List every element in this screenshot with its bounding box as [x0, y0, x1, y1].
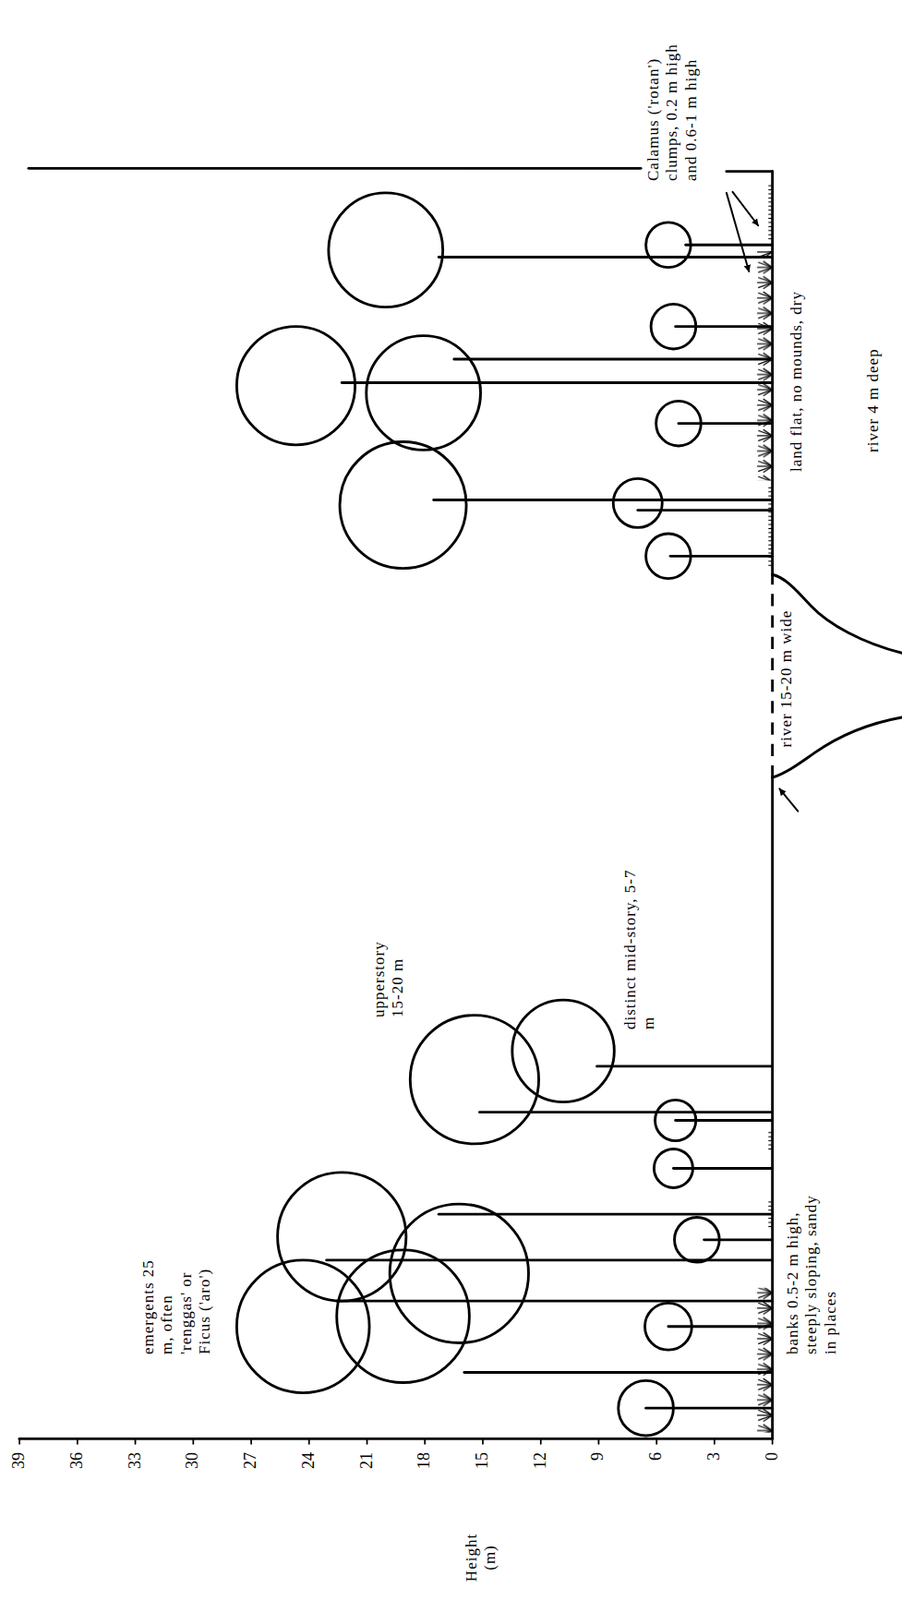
- calamus-clumps: [756, 183, 773, 1433]
- axis-number: 12: [529, 1449, 553, 1472]
- crown: [389, 1203, 529, 1343]
- trunk: [673, 1166, 772, 1170]
- tick: [481, 1438, 484, 1444]
- trunk: [341, 381, 772, 385]
- tick: [540, 1438, 542, 1444]
- river-note: river 4 m deep: [863, 345, 884, 456]
- trees-left: [236, 999, 772, 1436]
- axis-number: 18: [413, 1449, 436, 1472]
- tick: [134, 1438, 137, 1444]
- trunk: [336, 1299, 773, 1303]
- trunk: [670, 554, 773, 558]
- axis-number: 30: [181, 1449, 205, 1472]
- crown: [656, 400, 702, 446]
- axis-number: 0: [761, 1449, 784, 1464]
- water-surface: [770, 574, 774, 778]
- axis-number: 33: [124, 1449, 147, 1472]
- bank-pointer: [779, 788, 798, 811]
- crown: [650, 303, 697, 349]
- tick: [655, 1438, 658, 1444]
- crown: [674, 1217, 721, 1263]
- clump-pointer: [726, 192, 749, 272]
- profile-boundary: [28, 167, 641, 170]
- trunk: [646, 1407, 773, 1410]
- tick: [18, 1438, 21, 1444]
- axis-ticks: [19, 1438, 773, 1444]
- tick: [308, 1438, 311, 1444]
- trunk: [668, 1324, 773, 1328]
- trunk: [678, 421, 773, 425]
- trunk: [438, 255, 772, 259]
- crown: [613, 478, 662, 528]
- axis-number: 39: [8, 1449, 31, 1472]
- crown: [236, 1260, 370, 1394]
- axis-number: 24: [298, 1449, 321, 1472]
- clump-note: Calamus ('rotan') clumps, 0.2 m high and…: [643, 21, 702, 184]
- crown: [655, 1099, 697, 1141]
- tick: [250, 1438, 253, 1444]
- trunk: [675, 324, 773, 328]
- crown: [512, 999, 615, 1103]
- tick: [192, 1438, 194, 1444]
- layer-note: emergents 25 m, often 'renggas' or Ficus…: [138, 1240, 217, 1358]
- crown: [236, 326, 355, 445]
- crown: [328, 192, 444, 308]
- river-note: river 15-20 m wide: [776, 607, 797, 751]
- profile-drawing: [19, 168, 902, 1444]
- axis-number: 36: [66, 1449, 89, 1472]
- axis-number: 6: [645, 1449, 668, 1464]
- axis-number: 15: [471, 1449, 494, 1472]
- crown: [618, 1380, 674, 1436]
- tall-clumps: [756, 251, 773, 482]
- trunk: [438, 1213, 772, 1216]
- trunk: [464, 1371, 773, 1374]
- tick: [423, 1438, 426, 1444]
- crown: [277, 1172, 407, 1301]
- trunk: [704, 1238, 773, 1241]
- crown: [366, 336, 482, 451]
- trees-right: [236, 192, 772, 579]
- trunk: [454, 358, 773, 361]
- trunk: [675, 1118, 773, 1122]
- crown: [646, 533, 692, 579]
- clump-pointer: [733, 192, 759, 226]
- trunk: [685, 243, 773, 247]
- tick: [76, 1438, 79, 1444]
- axis-title: Height (m): [461, 1522, 502, 1593]
- tick: [598, 1438, 601, 1444]
- low-clumps: [766, 1130, 773, 1152]
- trunk: [479, 1110, 772, 1114]
- layer-note: upperstory 15-20 m: [369, 913, 409, 1021]
- tall-clumps: [756, 1287, 773, 1433]
- crown: [653, 1148, 693, 1188]
- tick: [713, 1438, 716, 1444]
- trunk: [637, 508, 773, 512]
- crown: [339, 442, 467, 569]
- crown: [646, 222, 692, 268]
- height-axis: [19, 1437, 773, 1441]
- trunk: [433, 498, 773, 502]
- tick: [366, 1438, 369, 1444]
- axis-number: 27: [240, 1449, 263, 1472]
- axis-number: 21: [356, 1449, 379, 1472]
- layer-note: distinct mid-story, 5-7 m: [620, 865, 661, 1033]
- axis-number: 3: [703, 1449, 726, 1464]
- trunk: [597, 1064, 773, 1068]
- low-clumps: [766, 183, 773, 241]
- profile-boundary: [726, 169, 773, 173]
- ground-note: land flat, no mounds, dry: [786, 284, 807, 475]
- crown: [644, 1302, 692, 1350]
- axis-number: 9: [587, 1449, 610, 1464]
- bank-note: banks 0.5-2 m high, steeply sloping, san…: [782, 1185, 842, 1358]
